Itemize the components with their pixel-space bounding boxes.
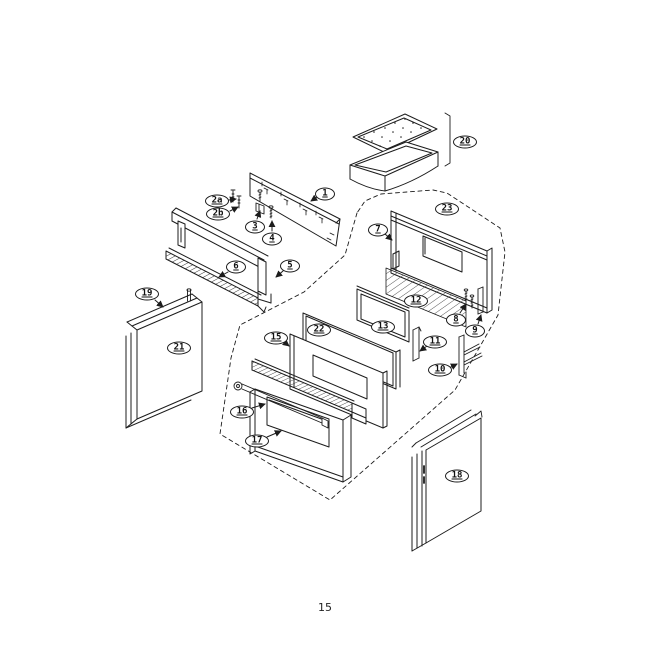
- inner-glass-frame: [356, 285, 410, 343]
- broiler-grid-perforations: [363, 118, 422, 147]
- leader-17: [266, 430, 282, 438]
- right-door-panel: [411, 409, 483, 552]
- control-panel: [249, 172, 341, 247]
- callout-leader-lines: [154, 194, 483, 438]
- callout-18: 18: [445, 469, 469, 483]
- callout-2b: 2b: [206, 207, 230, 221]
- leader-11: [419, 344, 428, 352]
- callout-7: 7: [368, 223, 388, 237]
- leader-2a: [228, 196, 237, 204]
- handle-rod: [233, 381, 329, 429]
- door-handle-bar: [251, 358, 367, 425]
- door-pin: [186, 288, 192, 302]
- callout-1: 1: [315, 187, 335, 201]
- callout-22: 22: [307, 323, 331, 337]
- left-door-panel: [125, 288, 203, 429]
- leader-7: [384, 233, 393, 241]
- callout-4: 4: [262, 232, 282, 246]
- callout-12: 12: [404, 294, 428, 308]
- callout-20-bracket: [444, 112, 451, 167]
- leader-6: [218, 270, 229, 278]
- panel-screw-4: [268, 205, 274, 219]
- callout-5: 5: [280, 259, 300, 273]
- trim-strip: [165, 247, 267, 313]
- callout-15: 15: [264, 331, 288, 345]
- callout-8: 8: [446, 313, 466, 327]
- broiler-grid: [352, 113, 438, 154]
- assembly-boundary-dashed: [219, 189, 506, 501]
- leader-16: [251, 402, 266, 410]
- callout-3: 3: [245, 220, 265, 234]
- control-panel-markings: [261, 181, 335, 241]
- door-screws-8-9: [463, 286, 484, 315]
- leader-5: [275, 270, 284, 278]
- callout-19: 19: [135, 287, 159, 301]
- callout-16: 16: [230, 405, 254, 419]
- outer-door-panel: [249, 388, 352, 483]
- callout-23: 23: [435, 202, 459, 216]
- callout-13: 13: [371, 320, 395, 334]
- door-hinge: [458, 334, 483, 379]
- callout-20: 20: [453, 135, 477, 149]
- callout-6: 6: [226, 260, 246, 274]
- callout-9: 9: [465, 324, 485, 338]
- side-trim-strip: [412, 326, 422, 362]
- door-liner-panel: [289, 333, 388, 429]
- callout-10: 10: [428, 363, 452, 377]
- broiler-pan: [349, 141, 439, 192]
- leader-2b: [229, 206, 239, 213]
- callout-21: 21: [167, 341, 191, 355]
- inner-door-panel: [390, 210, 493, 314]
- callout-11: 11: [423, 335, 447, 349]
- leader-3: [254, 210, 262, 220]
- support-rail: [171, 207, 272, 304]
- leader-8: [459, 303, 467, 314]
- page-number: 15: [318, 601, 332, 614]
- leader-9: [475, 314, 483, 325]
- leader-19: [154, 299, 164, 308]
- callout-2a: 2a: [205, 194, 229, 208]
- leader-15: [282, 339, 290, 347]
- callout-17: 17: [245, 434, 269, 448]
